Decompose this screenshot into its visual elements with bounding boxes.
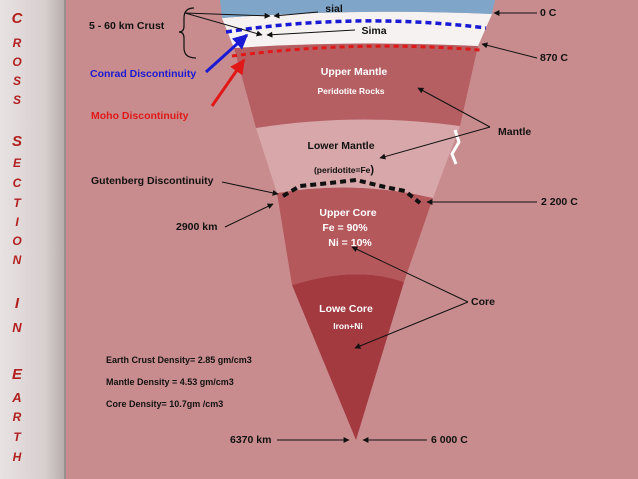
conrad-arrow	[204, 33, 249, 74]
moho-discontinuity-label: Moho Discontinuity	[91, 110, 189, 122]
upper-core-layer	[277, 187, 433, 285]
temp-6000-label: 6 000 C	[431, 434, 468, 446]
upper-mantle-label: Upper Mantle	[320, 66, 388, 78]
temp-0-label: 0 C	[540, 7, 557, 19]
moho-arrow	[210, 58, 246, 107]
depth-6370-label: 6370 km	[230, 434, 272, 446]
sidebar-letter: T	[13, 430, 21, 444]
sidebar-letter: E	[11, 366, 22, 383]
lower-mantle-label: Lower Mantle	[307, 140, 375, 152]
mantle-label: Mantle	[498, 126, 532, 138]
upper-core-ni-label: Ni = 10%	[328, 237, 372, 249]
temp-870-label: 870 C	[540, 52, 569, 64]
conrad-discontinuity-line	[225, 19, 487, 34]
mantle-arrow	[417, 87, 491, 128]
crust-layer	[222, 11, 492, 48]
crust-arrow	[184, 12, 263, 37]
sidebar-letter: R	[12, 36, 22, 50]
composition-text: (peridotite=Fe	[313, 165, 371, 175]
moho-discontinuity-line	[231, 44, 481, 58]
sidebar-letter: T	[13, 196, 21, 210]
title-sidebar: C R O S S S E C T I O N I N E A R T H	[0, 0, 66, 479]
upper-core-fe-label: Fe = 90%	[322, 222, 368, 234]
conrad-discontinuity-label: Conrad Discontinuity	[90, 68, 197, 80]
sidebar-letter: S	[12, 93, 21, 107]
sima-arrow	[266, 29, 356, 38]
lower-mantle-composition-label: (peridotite=Fe)	[314, 164, 374, 176]
lower-core-label: Lowe Core	[319, 303, 373, 315]
sial-arrow	[273, 11, 319, 19]
gutenberg-arrow	[221, 181, 279, 196]
lower-core-layer	[292, 274, 404, 440]
lower-core-composition-label: Iron+Ni	[333, 321, 363, 331]
sidebar-letter: N	[12, 320, 22, 335]
sial-label: sial	[325, 3, 343, 15]
sidebar-letter: A	[12, 390, 22, 405]
sidebar-letter: S	[12, 74, 21, 88]
crust-label: 5 - 60 km Crust	[89, 20, 165, 32]
temp-2200-label: 2 200 C	[541, 196, 578, 208]
sidebar-letter: S	[11, 133, 22, 150]
sidebar-letter: C	[11, 10, 23, 27]
peridotite-rocks-label: Peridotite Rocks	[317, 86, 385, 96]
lower-mantle-layer	[256, 119, 460, 198]
mantle-arrow	[379, 126, 491, 160]
sidebar-letter: O	[12, 234, 22, 248]
upper-mantle-layer	[234, 43, 478, 128]
core-arrow	[354, 301, 469, 349]
sidebar-letter: H	[12, 450, 22, 464]
sidebar-letter: I	[14, 295, 20, 312]
sidebar-letter: I	[15, 215, 19, 229]
temp-870-arrow	[481, 42, 538, 59]
depth-2900-arrow	[224, 203, 274, 228]
sidebar-letter: C	[12, 176, 22, 190]
sidebar-letter: O	[12, 55, 22, 69]
crust-bracket	[178, 7, 197, 59]
core-label: Core	[471, 296, 495, 308]
sidebar-letter: R	[12, 410, 22, 424]
core-arrow	[351, 246, 469, 303]
core-density-label: Core Density= 10.7gm /cm3	[106, 399, 224, 409]
sidebar-letter: E	[12, 156, 21, 170]
gutenberg-discontinuity-label: Gutenberg Discontinuity	[91, 175, 214, 187]
upper-core-label: Upper Core	[319, 207, 377, 219]
crust-arrow	[184, 12, 271, 19]
crust-density-label: Earth Crust Density= 2.85 gm/cm3	[106, 355, 252, 365]
sidebar-letter: N	[12, 253, 22, 267]
composition-paren: )	[370, 164, 375, 176]
sima-label: Sima	[361, 25, 387, 37]
sial-layer	[220, 0, 495, 18]
mantle-density-label: Mantle Density = 4.53 gm/cm3	[106, 377, 234, 387]
depth-2900-label: 2900 km	[176, 221, 218, 233]
